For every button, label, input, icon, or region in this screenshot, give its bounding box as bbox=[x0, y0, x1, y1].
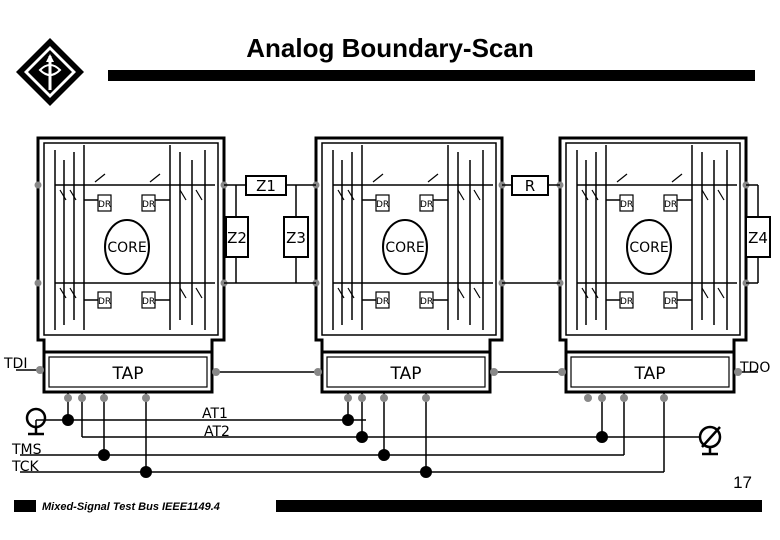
core-label: CORE bbox=[385, 240, 424, 256]
page-title: Analog Boundary-Scan bbox=[246, 33, 533, 63]
z1-box bbox=[245, 175, 287, 196]
logo-icon bbox=[16, 38, 84, 106]
r-label: R bbox=[525, 177, 535, 195]
z4-label: Z4 bbox=[748, 229, 768, 247]
interconnect-wires bbox=[16, 184, 759, 473]
dr-box bbox=[141, 194, 156, 212]
dr-label: DR bbox=[376, 200, 389, 210]
tap-label: TAP bbox=[634, 364, 666, 384]
chip-3: DR DR DR DR CORE TAP bbox=[556, 136, 750, 394]
header-bar bbox=[108, 70, 755, 81]
z1-label: Z1 bbox=[256, 177, 276, 195]
footer-text: Mixed-Signal Test Bus IEEE1149.4 bbox=[42, 501, 220, 513]
at2-label: AT2 bbox=[204, 424, 230, 440]
core-ellipse bbox=[104, 219, 150, 275]
footer-block bbox=[14, 500, 36, 512]
chip-inner-outline bbox=[43, 142, 219, 336]
dr-label: DR bbox=[376, 297, 389, 307]
tdi-label: TDI bbox=[3, 356, 27, 372]
z3-box bbox=[283, 216, 309, 258]
r-box bbox=[511, 175, 549, 196]
dr-box bbox=[141, 291, 156, 309]
chip-1: DR DR DR DR CORE TAP bbox=[34, 136, 228, 394]
tdo-label: TDO bbox=[739, 360, 770, 376]
tck-label: TCK bbox=[11, 459, 40, 475]
dr-label: DR bbox=[420, 297, 433, 307]
z4-box bbox=[745, 216, 771, 258]
z2-label: Z2 bbox=[227, 229, 247, 247]
tms-label: TMS bbox=[11, 442, 42, 458]
dr-box bbox=[97, 291, 112, 309]
at1-label: AT1 bbox=[202, 406, 228, 422]
dr-box bbox=[97, 194, 112, 212]
dr-label: DR bbox=[142, 297, 155, 307]
core-label: CORE bbox=[629, 240, 668, 256]
tap-label: TAP bbox=[390, 364, 422, 384]
meter-icon bbox=[698, 425, 722, 456]
dr-label: DR bbox=[620, 200, 633, 210]
dr-label: DR bbox=[420, 200, 433, 210]
core-ellipse bbox=[382, 219, 428, 275]
chip-2: DR DR DR DR CORE TAP bbox=[312, 136, 506, 394]
dr-label: DR bbox=[142, 200, 155, 210]
footer-bar bbox=[276, 500, 762, 512]
dr-label: DR bbox=[620, 297, 633, 307]
z2-box bbox=[225, 216, 249, 258]
core-label: CORE bbox=[107, 240, 146, 256]
core-ellipse bbox=[626, 219, 672, 275]
tap-label: TAP bbox=[112, 364, 144, 384]
z3-label: Z3 bbox=[286, 229, 306, 247]
page-number: 17 bbox=[733, 473, 752, 492]
dr-label: DR bbox=[664, 200, 677, 210]
bus-junctions bbox=[62, 414, 608, 478]
dr-label: DR bbox=[664, 297, 677, 307]
source-icon bbox=[25, 407, 47, 436]
dr-label: DR bbox=[98, 200, 111, 210]
dr-label: DR bbox=[98, 297, 111, 307]
